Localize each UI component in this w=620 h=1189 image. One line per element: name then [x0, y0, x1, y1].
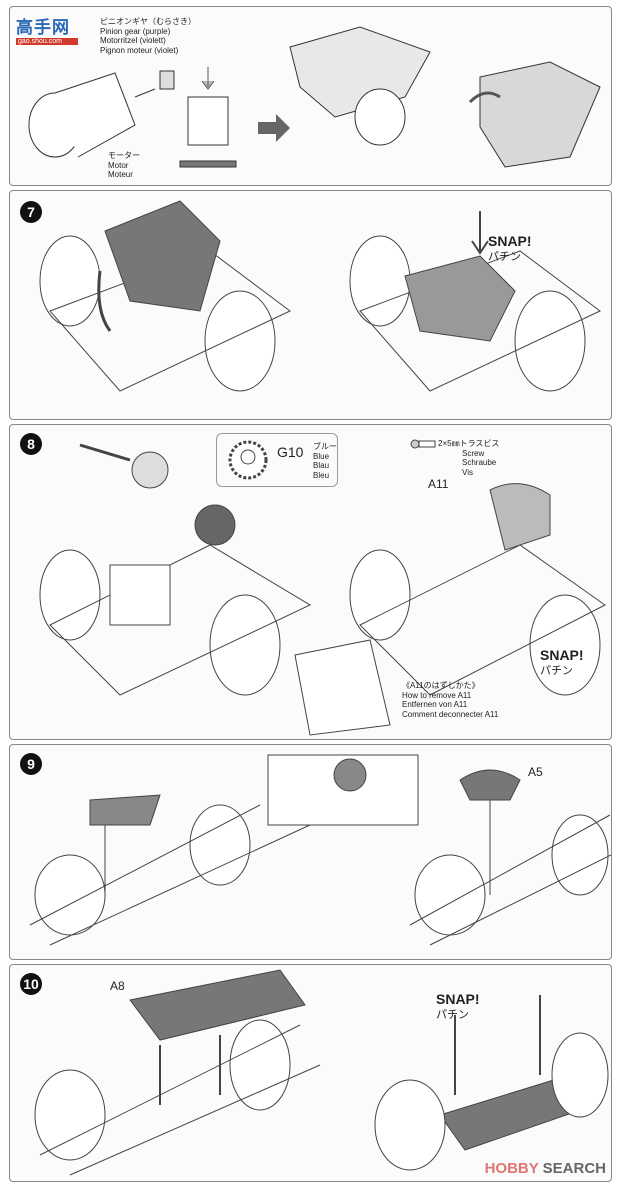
motor-pinion-illustration [28, 26, 601, 168]
label-de: Schraube [462, 458, 497, 467]
part-a11-label: A11 [428, 477, 449, 491]
panel-step-7: 7 SNAP! パチン [9, 190, 612, 420]
snap-text-jp: パチン [540, 665, 573, 677]
label-jp: ピニオンギヤ（むらさき） [100, 17, 196, 26]
hobby-search-watermark: HOBBY SEARCH [485, 1160, 606, 1177]
step-number: 10 [20, 973, 42, 995]
label-de: Blau [313, 461, 330, 470]
label-jp: 2×5㎜トラスビス [438, 439, 500, 448]
snap-text-jp: パチン [436, 1009, 469, 1021]
label-jp: 《A11のはずしかた》 [402, 681, 480, 690]
part-a5-label: A5 [528, 765, 543, 779]
a8-illustration [34, 969, 609, 1176]
snap-text: SNAP! [488, 233, 532, 249]
panel-motor-prep: 高手网 gao.shou.com ピニオンギヤ（むらさき） Pinion gea… [9, 6, 612, 186]
part-a8-label: A8 [110, 979, 125, 993]
label-de: Motorritzel (violett) [100, 36, 166, 45]
label-fr: Pignon moteur (violet) [100, 45, 179, 55]
label-en: Screw [462, 448, 485, 458]
label-de: Entfernen von A11 [402, 700, 468, 709]
gear-color-label: ブルー Blue Blau Bleu [313, 442, 337, 480]
label-fr: Comment deconnecter A11 [402, 709, 499, 719]
label-en: How to remove A11 [402, 690, 472, 700]
snap-text: SNAP! [540, 647, 584, 663]
step-number: 7 [20, 201, 42, 223]
remove-a11-label: 《A11のはずしかた》 How to remove A11 Entfernen … [402, 681, 498, 719]
brand-a: HOBBY [484, 1160, 539, 1177]
panel-step-8: 8 G10 ブルー Blue Blau Bleu 2×5㎜トラスビス Screw… [9, 424, 612, 740]
label-en: Motor [108, 160, 129, 170]
chassis-motor-illustration [39, 200, 601, 392]
gear-icon [228, 440, 268, 480]
step-number: 8 [20, 433, 42, 455]
watermark-url: gao.shou.com [16, 38, 78, 45]
label-fr: Bleu [313, 470, 330, 480]
snap-text: SNAP! [436, 991, 480, 1007]
panel-step-10: 10 A8 SNAP! パチン [9, 964, 612, 1182]
snap-label: SNAP! パチン [436, 991, 480, 1023]
label-en: Pinion gear (purple) [100, 26, 171, 36]
a5-illustration [29, 754, 611, 946]
watermark-text: 高手网 [16, 18, 70, 37]
snap-label: SNAP! パチン [488, 233, 532, 265]
snap-text-jp: パチン [488, 251, 521, 263]
screw-label: 2×5㎜トラスビス Screw Schraube Vis [438, 439, 499, 477]
brand-b: SEARCH [542, 1160, 606, 1177]
part-g10-callout: G10 ブルー Blue Blau Bleu [216, 433, 338, 487]
label-en: Blue [313, 451, 330, 461]
motor-label: モーター Motor Moteur [108, 151, 140, 180]
label-jp: ブルー [313, 442, 337, 451]
gear-a11-illustration [39, 439, 606, 736]
pinion-gear-label: ピニオンギヤ（むらさき） Pinion gear (purple) Motorr… [100, 17, 196, 55]
label-fr: Vis [462, 467, 473, 477]
snap-label: SNAP! パチン [540, 647, 584, 679]
part-number: G10 [277, 444, 304, 460]
step-number: 9 [20, 753, 42, 775]
label-jp: モーター [108, 151, 140, 160]
panel-step-9: 9 A5 [9, 744, 612, 960]
label-fr: Moteur [108, 170, 133, 179]
watermark-logo: 高手网 gao.shou.com [16, 13, 78, 45]
